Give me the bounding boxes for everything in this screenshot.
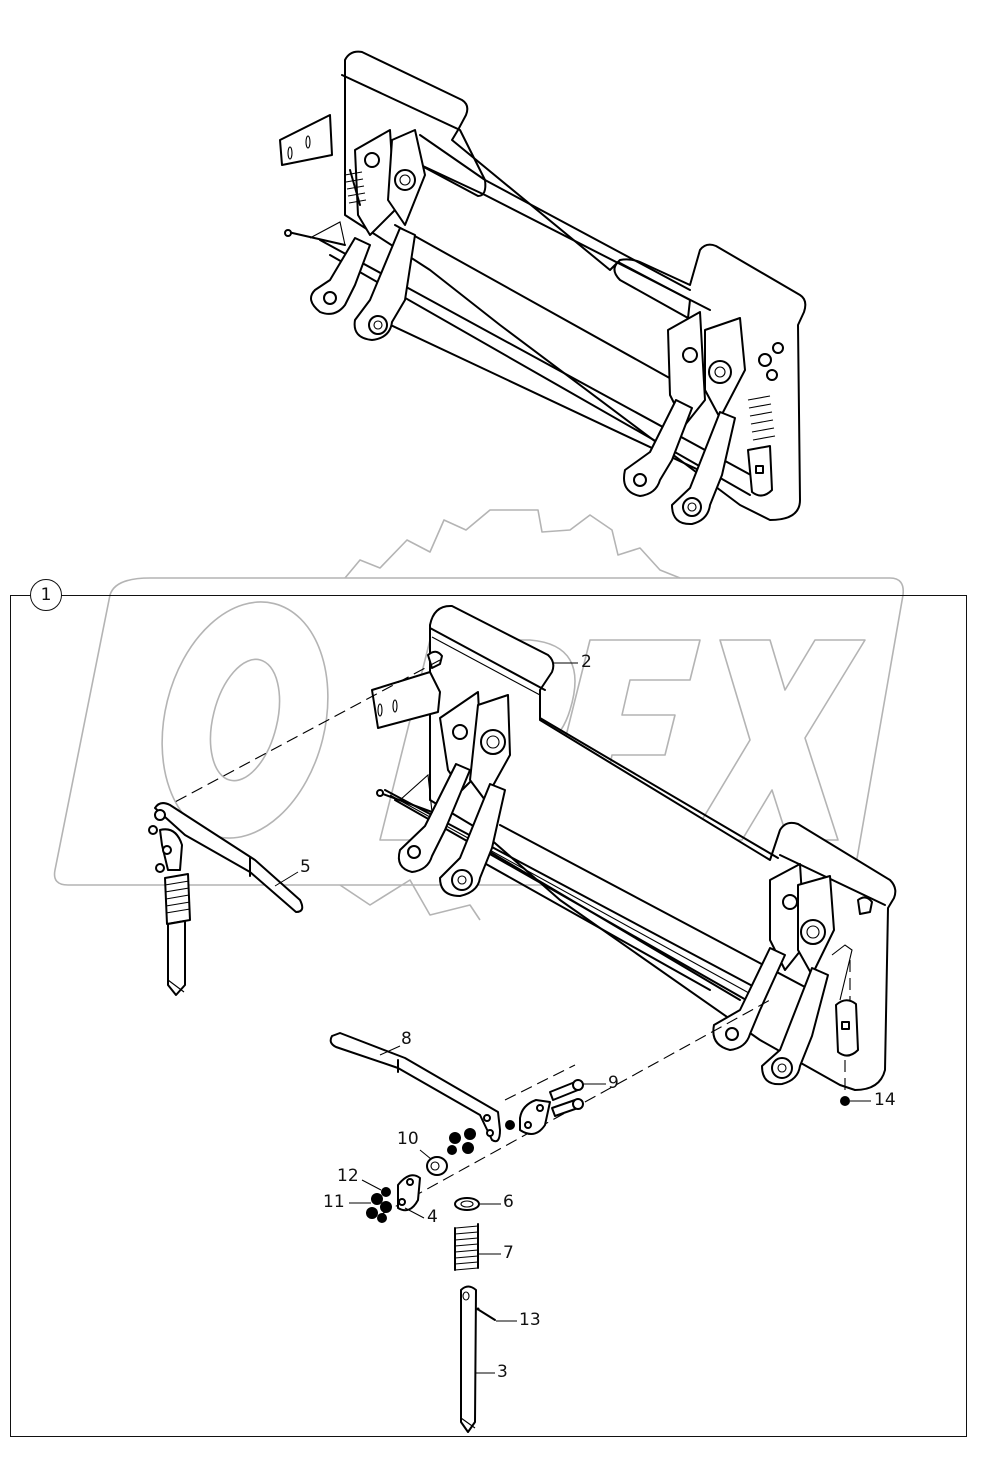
callout-11: 11 bbox=[323, 1192, 345, 1212]
callout-7: 7 bbox=[503, 1243, 514, 1263]
callout-10: 10 bbox=[397, 1129, 419, 1149]
callout-13: 13 bbox=[519, 1310, 541, 1330]
group-bubble-label: 1 bbox=[40, 585, 52, 605]
callout-2: 2 bbox=[581, 652, 592, 672]
callout-14: 14 bbox=[874, 1090, 896, 1110]
callout-8: 8 bbox=[401, 1029, 412, 1049]
group-bubble: 1 bbox=[30, 579, 62, 611]
callout-3: 3 bbox=[497, 1362, 508, 1382]
callout-4: 4 bbox=[427, 1207, 438, 1227]
callout-12: 12 bbox=[337, 1166, 359, 1186]
exploded-group-frame bbox=[10, 595, 967, 1437]
part-spring bbox=[454, 1223, 479, 1271]
callout-6: 6 bbox=[503, 1192, 514, 1212]
callout-9: 9 bbox=[608, 1073, 619, 1093]
part-locking-pin bbox=[460, 1285, 477, 1433]
part-lever-right bbox=[329, 1032, 501, 1143]
callout-5: 5 bbox=[300, 857, 311, 877]
